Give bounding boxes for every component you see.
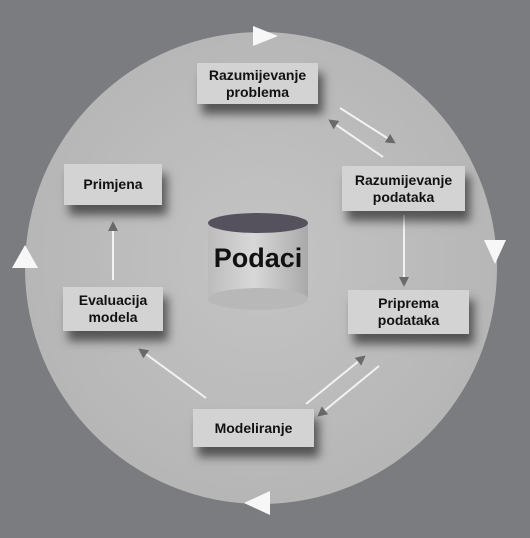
arrow-data-to-problem bbox=[328, 119, 384, 158]
stage-business-understanding: Razumijevanje problema bbox=[197, 63, 318, 104]
cycle-arrow-right-icon bbox=[484, 240, 506, 264]
arrow-problem-to-data bbox=[339, 107, 396, 144]
stage-deployment: Primjena bbox=[64, 164, 162, 205]
arrow-preparation-to-modeling bbox=[317, 365, 380, 417]
stage-label-line: Razumijevanje bbox=[354, 171, 453, 188]
stage-label-line: modela bbox=[88, 309, 138, 325]
stage-label-line: podataka bbox=[377, 312, 440, 328]
stage-data-understanding: Razumijevanje podataka bbox=[342, 166, 465, 211]
stage-label-line: Primjena bbox=[83, 176, 143, 192]
cycle-arrow-left-icon bbox=[12, 245, 38, 268]
stage-evaluation: Evaluacija modela bbox=[63, 287, 163, 331]
arrow-modeling-to-preparation bbox=[305, 355, 366, 405]
stage-label-line: Modeliranje bbox=[214, 419, 293, 436]
stage-label-line: Razumijevanje bbox=[208, 66, 307, 83]
stage-label-line: podataka bbox=[372, 188, 435, 205]
database-label: Podaci bbox=[213, 243, 303, 273]
stage-modeling: Modeliranje bbox=[193, 409, 314, 447]
database-icon bbox=[208, 213, 308, 310]
cycle-arrow-top-icon bbox=[253, 26, 278, 46]
stage-label-line: problema bbox=[225, 83, 289, 100]
cycle-arrow-bottom-icon bbox=[244, 491, 270, 515]
arrow-modeling-to-evaluation bbox=[138, 348, 207, 399]
stage-label-line: Priprema bbox=[378, 295, 439, 311]
stage-data-preparation: Priprema podataka bbox=[348, 290, 469, 334]
stage-label-line: Evaluacija bbox=[78, 292, 148, 308]
